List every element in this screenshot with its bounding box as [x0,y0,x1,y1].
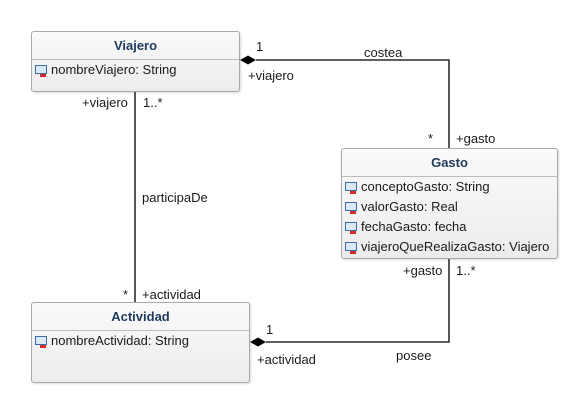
attribute-icon [345,182,357,195]
attribute-icon [35,336,47,349]
role-viajero-participa: +viajero [82,95,128,110]
attribute-icon [345,222,357,235]
attribute-row[interactable]: nombreActividad: String [32,331,249,351]
class-title: Actividad [32,303,249,331]
multiplicity-viajero-costea: 1 [256,39,264,54]
attribute-icon [345,202,357,215]
attribute-row[interactable]: nombreViajero: String [32,60,239,80]
class-title: Gasto [342,149,557,177]
attribute-row[interactable]: valorGasto: Real [342,197,557,217]
class-actividad[interactable]: Actividad nombreActividad: String [31,302,250,383]
association-name-participa: participaDe [142,190,208,205]
multiplicity-viajero-participa: 1..* [143,95,163,110]
role-actividad-participa: +actividad [142,287,201,302]
composition-diamond-actividad [250,337,266,347]
attribute-text: nombreActividad: String [51,333,190,348]
multiplicity-gasto-posee: 1..* [456,263,476,278]
role-gasto-posee: +gasto [403,263,443,278]
role-gasto-costea: +gasto [456,131,496,146]
class-viajero[interactable]: Viajero nombreViajero: String [31,31,240,92]
attribute-icon [35,65,47,78]
multiplicity-gasto-costea: * [428,131,434,146]
multiplicity-actividad-posee: 1 [266,322,274,337]
attribute-row[interactable]: conceptoGasto: String [342,177,557,197]
composition-diamond-viajero [240,55,256,65]
association-line-costea[interactable] [256,59,450,148]
association-line-posee[interactable] [266,259,450,343]
role-actividad-posee: +actividad [257,352,316,367]
attribute-text: conceptoGasto: String [361,179,490,194]
attribute-text: viajeroQueRealizaGasto: Viajero [361,239,550,254]
attribute-text: nombreViajero: String [51,62,177,77]
attribute-row[interactable]: fechaGasto: fecha [342,217,557,237]
attribute-text: valorGasto: Real [361,199,458,214]
attribute-icon [345,242,357,255]
class-gasto[interactable]: Gasto conceptoGasto: String valorGasto: … [341,148,558,259]
association-name-posee: posee [396,348,432,363]
association-name-costea: costea [364,45,403,60]
class-title: Viajero [32,32,239,60]
multiplicity-actividad-participa: * [123,287,129,302]
attribute-text: fechaGasto: fecha [361,219,467,234]
attribute-row[interactable]: viajeroQueRealizaGasto: Viajero [342,237,557,257]
role-viajero-costea: +viajero [248,68,294,83]
